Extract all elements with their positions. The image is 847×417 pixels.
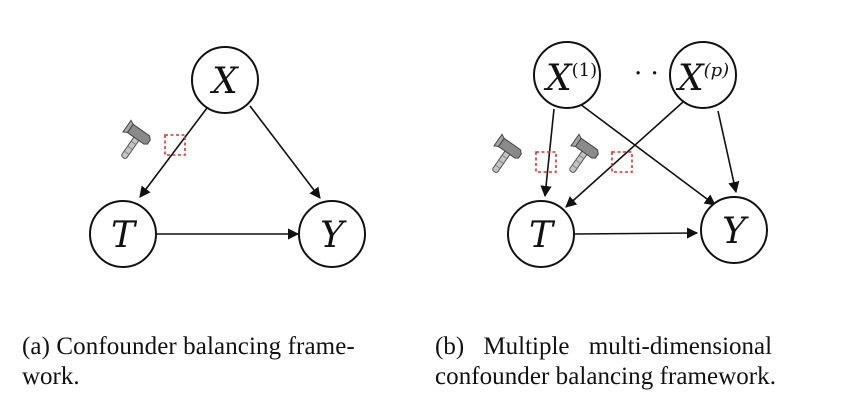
- caption-a-line2: work.: [22, 363, 80, 390]
- node-x1-superscript: (1): [572, 60, 598, 81]
- node-y-b: Y: [700, 196, 768, 264]
- node-xp: X(p): [669, 41, 737, 109]
- node-x1: X(1): [533, 41, 601, 109]
- caption-a-line1: (a) Confounder balancing frame-: [22, 333, 355, 360]
- node-x1-label: X: [543, 58, 573, 99]
- edge-t-to-y-b: [573, 227, 699, 239]
- ellipsis: · · ·: [634, 59, 675, 89]
- hammer-icon: [110, 119, 154, 166]
- edge-xp-to-t: [565, 101, 684, 208]
- caption-b-line2: confounder balancing framework.: [435, 363, 776, 390]
- caption-a: (a) Confounder balancing frame- work.: [22, 332, 355, 392]
- panel-b: X(1) · · · X(p) T Y: [481, 41, 768, 268]
- node-xp-label: X: [675, 58, 705, 99]
- edge-x-to-y: [249, 105, 321, 199]
- edge-x-to-t: [139, 107, 208, 198]
- node-xp-superscript: (p): [704, 60, 730, 81]
- intervention-box-b2: [611, 151, 633, 173]
- node-x: X: [191, 46, 259, 114]
- svg-text:X(1): X(1): [543, 58, 597, 99]
- node-t: T: [89, 200, 157, 268]
- edge-xp-to-y: [717, 110, 740, 194]
- panel-a: X T Y: [89, 46, 366, 268]
- hammer-icon: [481, 133, 525, 180]
- edge-x1-to-y: [579, 103, 716, 206]
- caption-b: (b) Multiple multi-dimensional confounde…: [435, 332, 776, 392]
- node-y-b-label: Y: [722, 211, 749, 252]
- intervention-box-a: [164, 134, 186, 156]
- hammer-icon: [558, 133, 602, 180]
- svg-text:X(p): X(p): [675, 58, 729, 99]
- node-t-b: T: [507, 200, 575, 268]
- node-y-label: Y: [320, 215, 347, 256]
- node-x-label: X: [209, 61, 239, 102]
- caption-b-line1: (b) Multiple multi-dimensional: [435, 333, 773, 360]
- node-t-b-label: T: [529, 215, 556, 256]
- node-t-label: T: [111, 215, 138, 256]
- node-y: Y: [298, 200, 366, 268]
- intervention-box-b1: [535, 151, 557, 173]
